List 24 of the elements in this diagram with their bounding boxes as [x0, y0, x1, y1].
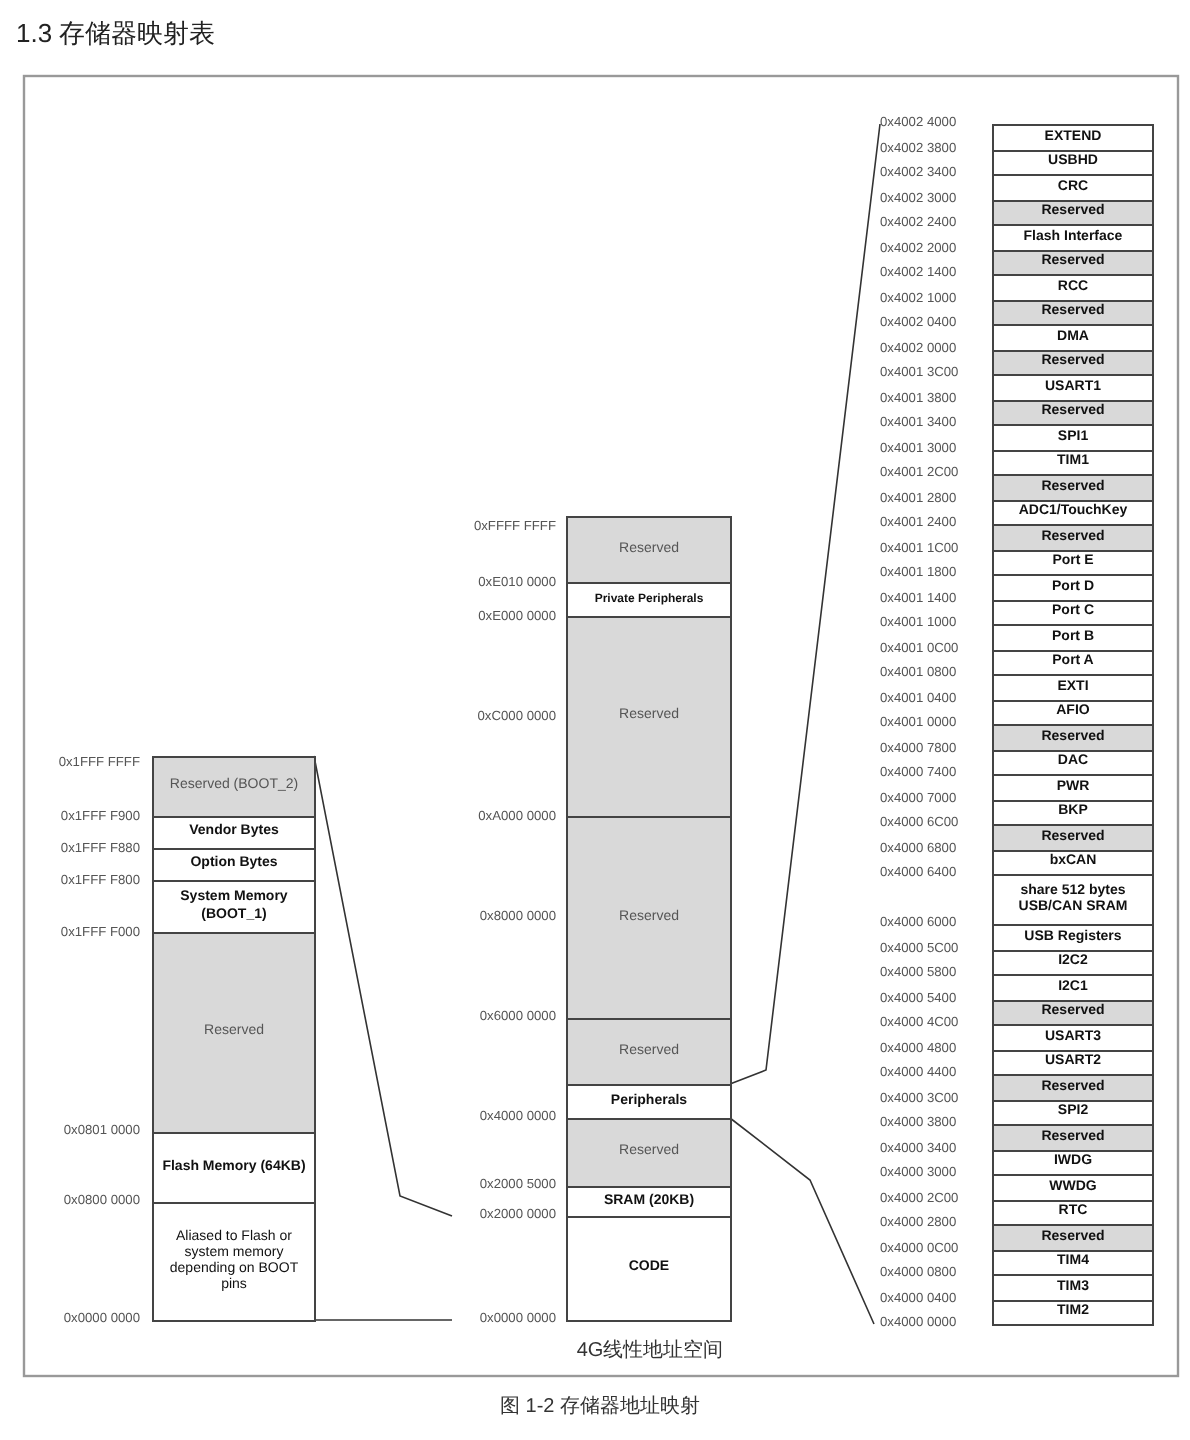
- memory-block: [566, 816, 732, 1020]
- memory-block: [992, 1074, 1154, 1101]
- zoom-line: [313, 1319, 453, 1321]
- section-title: 1.3 存储器映射表: [16, 16, 216, 52]
- memory-block: [566, 1186, 732, 1218]
- memory-block: [992, 474, 1154, 501]
- memory-block: [152, 932, 316, 1134]
- memory-block: [152, 756, 316, 818]
- map-title: 4G线性地址空间: [576, 1340, 724, 1364]
- memory-block: [566, 616, 732, 818]
- memory-block: [992, 824, 1154, 851]
- figure-caption: 图 1-2 存储器地址映射: [500, 1393, 700, 1420]
- memory-block: [992, 1224, 1154, 1251]
- zoom-line: [729, 1117, 875, 1325]
- memory-block: [566, 516, 732, 584]
- zoom-line: [729, 123, 881, 1085]
- memory-block: [566, 1118, 732, 1188]
- memory-block: [566, 1018, 732, 1086]
- memory-block: [992, 1124, 1154, 1151]
- memory-block: [992, 724, 1154, 751]
- memory-block: [566, 1216, 732, 1322]
- memory-block: [992, 524, 1154, 551]
- memory-block: [566, 582, 732, 618]
- memory-block: [566, 1084, 732, 1120]
